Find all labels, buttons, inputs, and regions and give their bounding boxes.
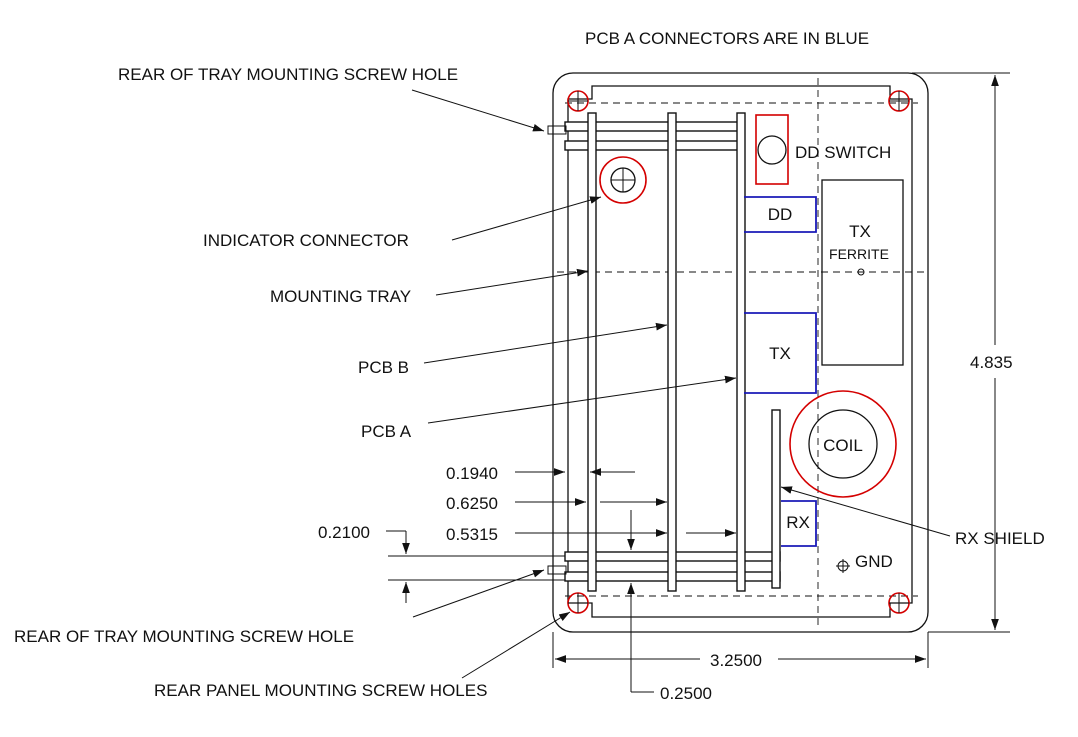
diagram-title: PCB A CONNECTORS ARE IN BLUE [585, 29, 869, 48]
coil-label: COIL [823, 436, 863, 455]
dd-switch [755, 114, 789, 185]
coil [789, 390, 897, 498]
pcb-a-label: PCB A [361, 422, 412, 441]
tx-ferrite-label: TX [849, 222, 871, 241]
pcb-b-label: PCB B [358, 358, 409, 377]
indicator-connector [599, 156, 647, 204]
rear-panel-screw-holes [567, 90, 910, 614]
rear-tray-hole-top-leader [411, 89, 545, 132]
dim-05315-value: 0.5315 [446, 525, 498, 544]
tx-ferrite-sublabel: FERRITE [829, 246, 889, 262]
height-dimension-value: 4.835 [970, 353, 1013, 372]
rear-tray-hole-bottom-leader [412, 569, 545, 618]
rear-tray-hole-bottom-label: REAR OF TRAY MOUNTING SCREW HOLE [14, 627, 354, 646]
dim-0250-value: 0.2500 [660, 684, 712, 703]
tx-ferrite [821, 179, 904, 366]
dim-0210-value: 0.2100 [318, 523, 370, 542]
gnd-label: GND [855, 552, 893, 571]
height-dimension [912, 72, 1010, 633]
dim-0210 [386, 530, 565, 603]
rx-shield-leader [780, 486, 951, 537]
tx-connector [744, 312, 817, 394]
pcb-a-leader [427, 375, 737, 424]
dd-switch-label: DD SWITCH [795, 143, 891, 162]
pcb-b-leader [423, 322, 668, 364]
tx-connector-label: TX [769, 344, 791, 363]
rx-shield-label: RX SHIELD [955, 529, 1045, 548]
dim-0194-value: 0.1940 [446, 464, 498, 483]
rx-connector [781, 500, 817, 547]
dim-0625-value: 0.6250 [446, 494, 498, 513]
rear-panel-holes-leader [461, 611, 571, 679]
width-dimension [552, 632, 929, 668]
dd-connector-label: DD [768, 205, 793, 224]
rear-tray-hole-top-label: REAR OF TRAY MOUNTING SCREW HOLE [118, 65, 458, 84]
mounting-tray [547, 112, 781, 592]
mounting-tray-label: MOUNTING TRAY [270, 287, 411, 306]
mounting-tray-leader [435, 268, 589, 296]
rear-panel-holes-label: REAR PANEL MOUNTING SCREW HOLES [154, 681, 487, 700]
dim-0250 [627, 510, 654, 693]
indicator-connector-leader [451, 196, 602, 241]
gnd-point [836, 559, 850, 573]
dd-connector [744, 196, 817, 233]
indicator-connector-label: INDICATOR CONNECTOR [203, 231, 409, 250]
width-dimension-value: 3.2500 [710, 651, 762, 670]
rx-connector-label: RX [786, 513, 810, 532]
